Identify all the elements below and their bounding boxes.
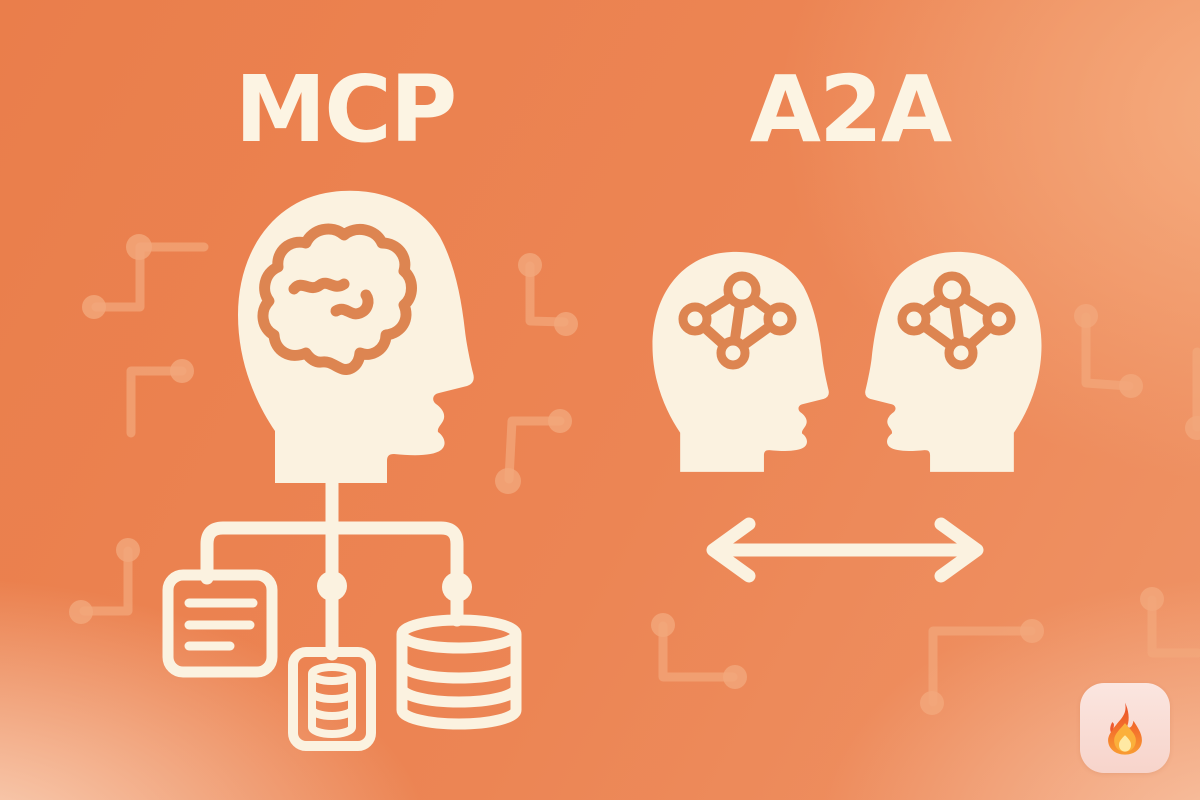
server-icon bbox=[288, 647, 376, 751]
flame-app-icon bbox=[1080, 683, 1170, 773]
agent-head-left-icon bbox=[652, 251, 829, 472]
agent-head-right-icon bbox=[865, 251, 1042, 472]
head-brain-icon bbox=[238, 190, 474, 483]
database-icon bbox=[396, 614, 522, 730]
mcp-title: MCP bbox=[234, 56, 458, 163]
tree-connector bbox=[200, 470, 472, 661]
a2a-title: A2A bbox=[749, 56, 952, 163]
flame-icon bbox=[1108, 702, 1142, 755]
document-icon bbox=[162, 569, 278, 678]
bidirectional-arrow-icon bbox=[706, 517, 984, 583]
